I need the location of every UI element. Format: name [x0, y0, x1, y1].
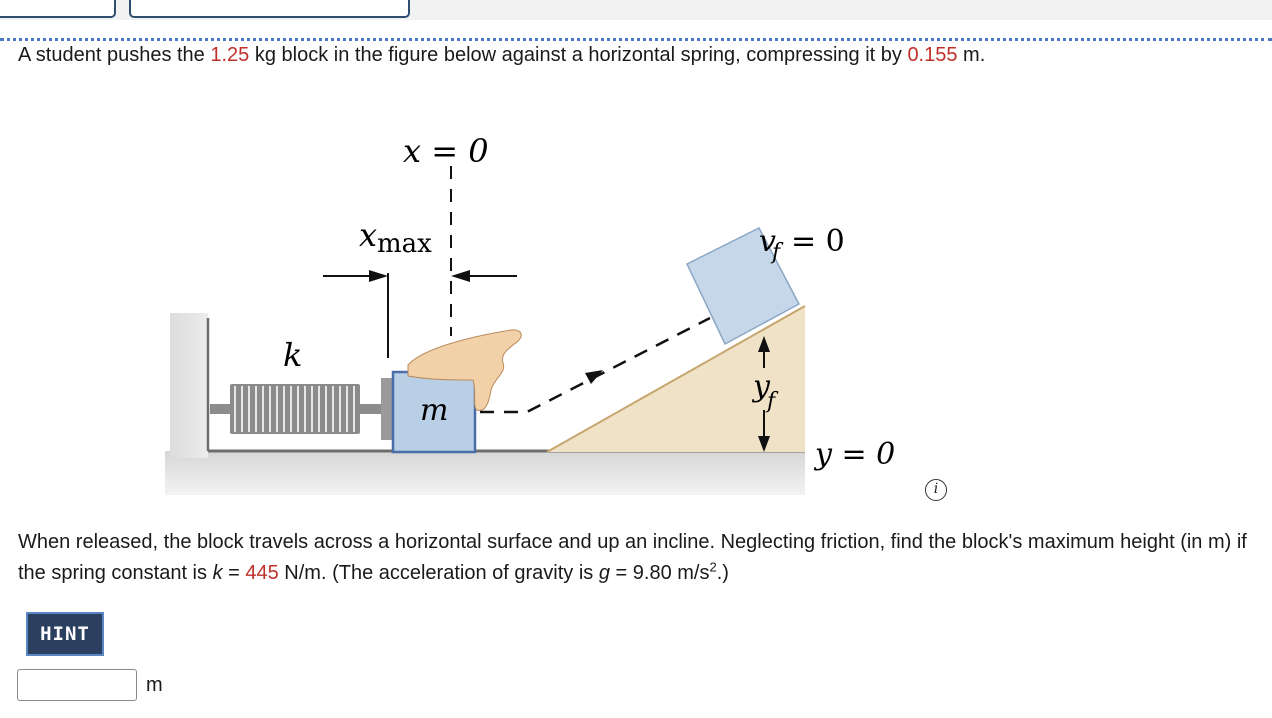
equals-sign: =	[222, 562, 246, 584]
x-zero-label: x = 0	[403, 132, 489, 170]
body-text: .)	[716, 562, 729, 584]
top-toolbar-strip	[0, 0, 1272, 20]
intro-text: kg block in the figure below against a h…	[249, 44, 908, 66]
problem-body: When released, the block travels across …	[18, 527, 1258, 589]
block-on-incline	[686, 227, 801, 346]
mass-label: m	[420, 393, 448, 428]
mass-value: 1.25	[210, 44, 250, 66]
y-zero-label: y = 0	[813, 437, 895, 472]
block	[391, 370, 477, 454]
x-max-label-x: x	[359, 216, 377, 254]
physics-figure: x = 0 x max k m v f = 0 y f y = 0	[165, 132, 895, 495]
spring	[210, 378, 393, 440]
intro-text: A student pushes the	[18, 44, 211, 66]
info-icon[interactable]: i	[925, 479, 947, 501]
x-max-label-sub: max	[377, 229, 432, 259]
body-text: When released, the block travels across …	[18, 531, 1247, 584]
answer-input[interactable]	[17, 669, 137, 701]
g-symbol: g	[598, 562, 610, 584]
k-symbol: k	[212, 562, 223, 584]
compression-value: 0.155	[907, 44, 958, 66]
floor-surface	[165, 451, 805, 495]
yf-label-y: y	[751, 369, 771, 404]
top-tab-right[interactable]	[129, 0, 410, 18]
hand-icon	[407, 329, 522, 412]
answer-unit: m	[146, 674, 163, 696]
spring-constant-value: 445	[245, 562, 279, 584]
wall	[170, 313, 208, 458]
spring-constant-label: k	[283, 336, 302, 374]
body-text: N/m. (The acceleration of gravity is	[278, 562, 599, 584]
vf-label-v: v	[759, 224, 776, 259]
hint-button[interactable]: HINT	[26, 612, 104, 656]
dotted-divider	[0, 38, 1272, 41]
intro-text: m.	[957, 44, 986, 66]
g-value: 9.80 m/s	[632, 562, 710, 584]
equals-sign: =	[609, 562, 633, 584]
vf-label-sub: f	[770, 240, 784, 265]
g-exponent: 2	[709, 559, 717, 575]
top-tab-left[interactable]	[0, 0, 116, 18]
problem-intro: A student pushes the 1.25 kg block in th…	[18, 44, 985, 67]
vf-label-eq: = 0	[791, 224, 845, 259]
